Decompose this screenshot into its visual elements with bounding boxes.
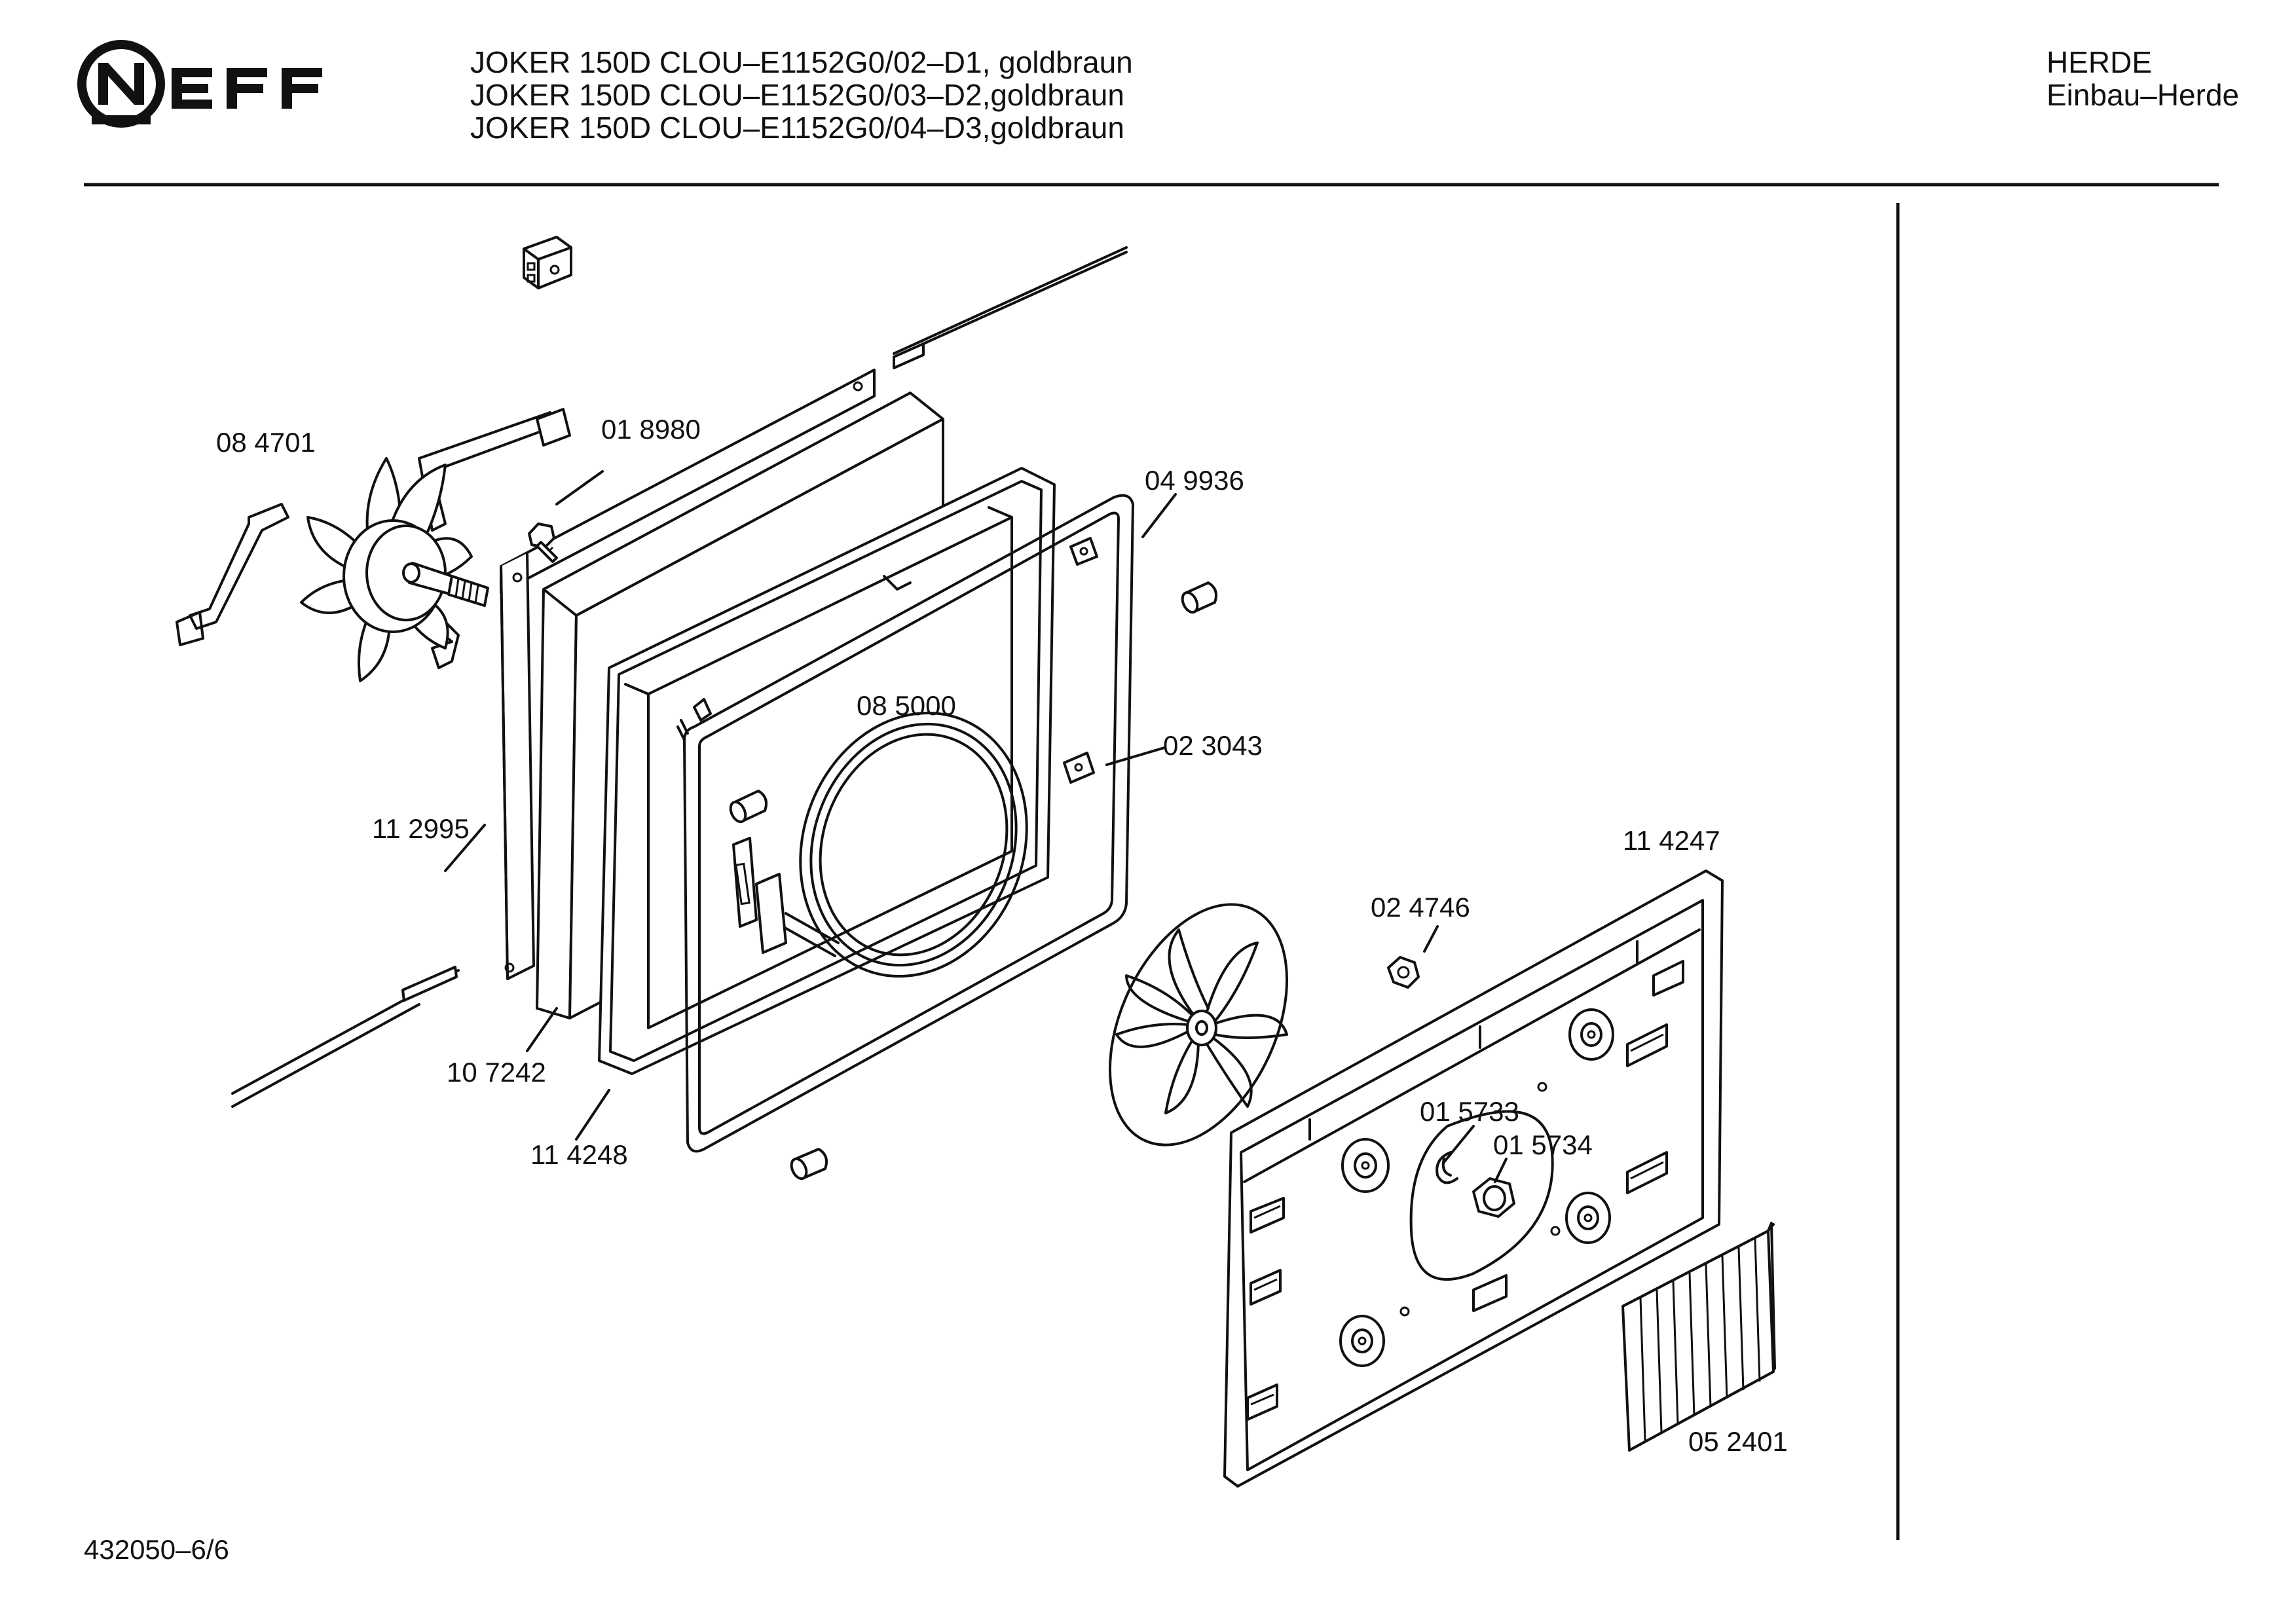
door-seal-frame xyxy=(683,494,1134,1153)
model-list: JOKER 150D CLOU–E1152G0/02–D1, goldbraun… xyxy=(470,46,1133,144)
rear-wall-panel xyxy=(1223,870,1724,1488)
part-label-084701: 08 4701 xyxy=(216,427,316,458)
fan-motor xyxy=(176,408,571,682)
hex-nut xyxy=(1387,956,1420,989)
mounting-boss xyxy=(1568,1008,1614,1061)
leader-lines xyxy=(444,470,1508,1183)
lower-rail xyxy=(231,966,460,1108)
part-label-112995: 11 2995 xyxy=(372,813,470,844)
vent-slot xyxy=(1626,1023,1668,1067)
document-number: 432050–6/6 xyxy=(84,1534,229,1565)
part-label-085000: 08 5000 xyxy=(857,690,956,721)
spacer-pin-right xyxy=(1181,581,1217,614)
model-line: JOKER 150D CLOU–E1152G0/04–D3,goldbraun xyxy=(470,111,1124,145)
fan-cover-grille xyxy=(1621,1222,1776,1452)
part-label-107242: 10 7242 xyxy=(447,1057,546,1088)
part-label-015734: 01 5734 xyxy=(1493,1129,1593,1160)
vent-slot xyxy=(1246,1383,1278,1421)
part-labels: 08 4701 01 8980 04 9936 08 5000 02 3043 … xyxy=(216,414,1788,1457)
vent-slot xyxy=(1250,1197,1285,1234)
connector-block xyxy=(523,236,572,289)
spacer-pin-bottom xyxy=(790,1148,828,1181)
back-plate xyxy=(500,369,876,980)
category-block: HERDE Einbau–Herde xyxy=(2046,46,2239,111)
convection-fan-wheel xyxy=(1108,903,1289,1146)
vent-slot xyxy=(1652,960,1684,997)
vent-slot xyxy=(1250,1269,1282,1306)
upper-rail xyxy=(893,246,1128,369)
part-label-024746: 02 4746 xyxy=(1371,892,1470,923)
mounting-boss xyxy=(1341,1138,1390,1193)
part-label-018980: 01 8980 xyxy=(601,414,701,445)
part-label-052401: 05 2401 xyxy=(1688,1426,1788,1457)
part-label-023043: 02 3043 xyxy=(1163,730,1263,761)
part-label-114247: 11 4247 xyxy=(1623,825,1720,856)
bracket-lower xyxy=(1063,752,1095,784)
inner-frame xyxy=(598,467,1056,1075)
category-title: HERDE xyxy=(2046,45,2153,79)
subcategory-title: Einbau–Herde xyxy=(2046,78,2240,112)
shaft-nut xyxy=(1472,1177,1515,1218)
spacer-pin-inner xyxy=(729,790,768,824)
ring-heating-element xyxy=(732,711,1028,978)
screw xyxy=(528,522,558,563)
vent-slot xyxy=(1472,1274,1508,1312)
model-line: JOKER 150D CLOU–E1152G0/02–D1, goldbraun xyxy=(470,45,1133,79)
part-label-049936: 04 9936 xyxy=(1145,465,1244,496)
part-label-114248: 11 4248 xyxy=(530,1139,628,1170)
mounting-boss xyxy=(1339,1315,1385,1367)
bracket-upper xyxy=(1069,537,1098,566)
vent-slot xyxy=(1626,1151,1668,1194)
part-label-015733: 01 5733 xyxy=(1420,1096,1519,1127)
model-line: JOKER 150D CLOU–E1152G0/03–D2,goldbraun xyxy=(470,78,1124,112)
mounting-boss xyxy=(1565,1192,1611,1244)
neff-logo xyxy=(77,40,322,128)
